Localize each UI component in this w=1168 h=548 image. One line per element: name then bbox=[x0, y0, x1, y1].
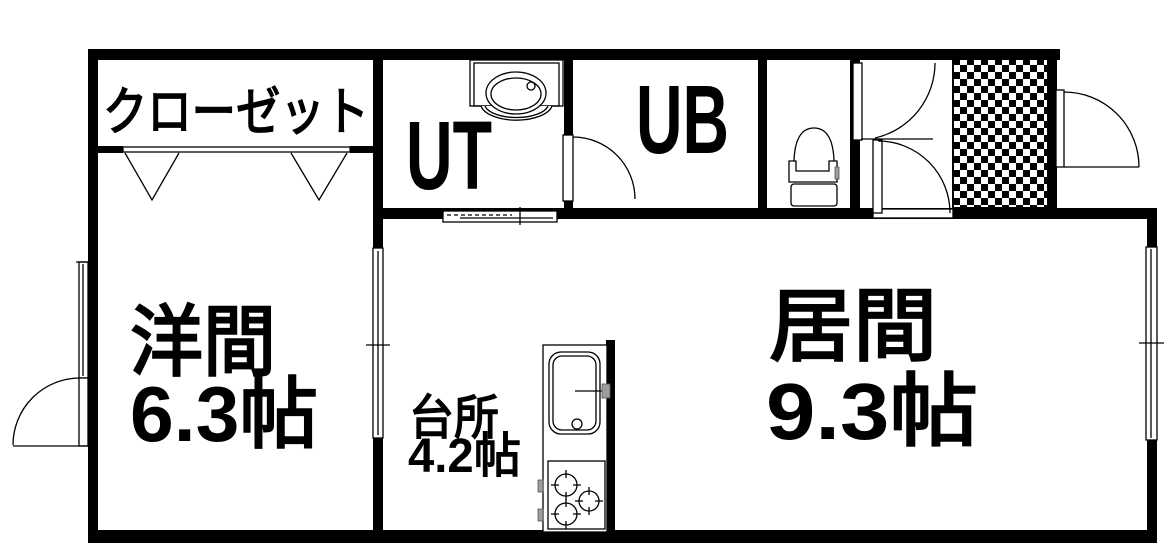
western-room-label: 洋間 bbox=[130, 298, 276, 386]
closet-door-track bbox=[122, 146, 351, 153]
kitchen-label: 台所 bbox=[409, 392, 499, 445]
living-room-label: 居間 bbox=[769, 282, 937, 371]
wall-outer-bottom bbox=[88, 530, 1157, 543]
faucet-handle bbox=[601, 383, 611, 399]
wall-living-top bbox=[378, 208, 1157, 219]
western-room-area: 6.3帖 bbox=[130, 370, 318, 458]
sliding-door-utility bbox=[442, 207, 558, 225]
unit-bath-label: UB bbox=[636, 65, 729, 174]
gas-stove-icon bbox=[547, 460, 606, 530]
closet-door-right-v bbox=[290, 152, 348, 202]
living-room-area: 9.3帖 bbox=[766, 367, 978, 456]
utility-label: UT bbox=[406, 101, 492, 210]
entrance-tile-floor bbox=[952, 57, 1049, 209]
wall-outer-top bbox=[88, 49, 1060, 60]
entrance-door bbox=[1055, 89, 1140, 168]
toilet-icon bbox=[788, 127, 840, 207]
wall-kitchen-stub bbox=[606, 340, 615, 532]
wall-ub-toilet bbox=[758, 60, 767, 210]
door-west-exterior bbox=[12, 377, 89, 447]
living-door-threshold bbox=[872, 208, 954, 219]
washbasin-icon bbox=[469, 59, 564, 121]
wall-entrance-right bbox=[1048, 49, 1057, 219]
closet-label: クローゼット bbox=[103, 84, 369, 142]
window-living-east bbox=[1139, 246, 1164, 441]
room-labels: クローゼット 洋間 6.3帖 UT UB 台所 4.2帖 居間 9.3帖 bbox=[103, 65, 978, 483]
door-unit-bath bbox=[562, 134, 636, 202]
wall-closet-bottom-left bbox=[88, 146, 123, 153]
door-living-room bbox=[872, 139, 954, 219]
kitchen-area: 4.2帖 bbox=[408, 430, 521, 483]
wall-outer-left bbox=[88, 49, 98, 543]
closet-door-left-v bbox=[124, 152, 180, 202]
counter-handle-bottom bbox=[537, 508, 544, 522]
kitchen-counter bbox=[537, 344, 611, 533]
closet-folding-doors bbox=[122, 146, 351, 202]
wall-closet-bottom-right bbox=[350, 146, 383, 153]
door-toilet bbox=[852, 62, 936, 141]
kitchen-sink-icon bbox=[548, 351, 611, 435]
counter-handle-top bbox=[537, 479, 544, 493]
sliding-door-western-kitchen bbox=[366, 247, 390, 439]
